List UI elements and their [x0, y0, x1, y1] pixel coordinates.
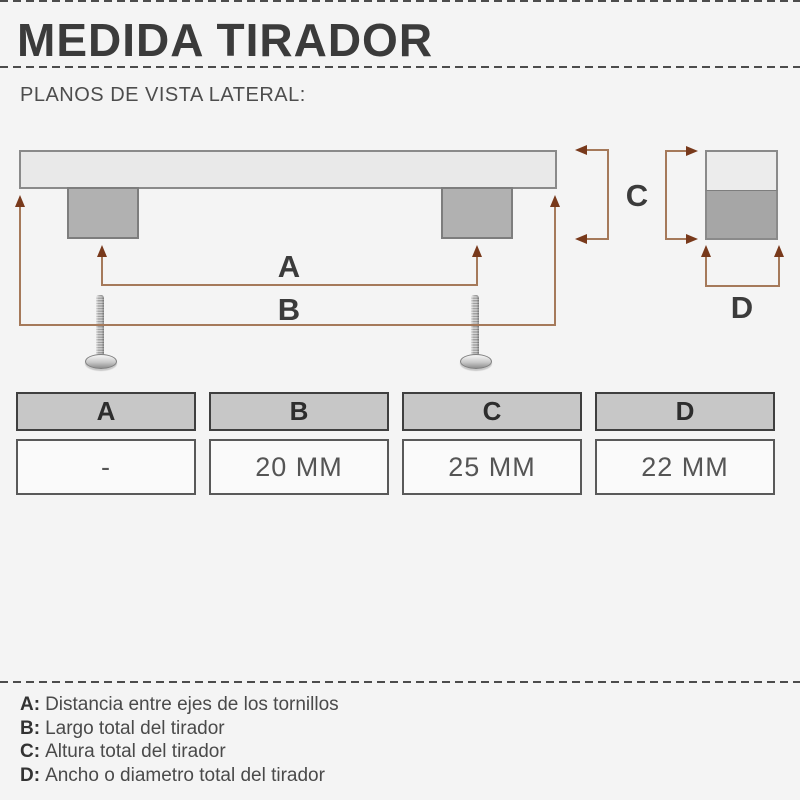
dim-b-riser-right	[554, 205, 556, 326]
table-column-d: D 22 MM	[595, 392, 775, 495]
dim-label-c: C	[625, 178, 649, 213]
arrow-left-icon	[575, 234, 587, 244]
screw-head	[85, 354, 117, 369]
handle-post-left	[67, 187, 139, 239]
dashed-divider-top	[0, 0, 800, 2]
dim-label-a: A	[277, 249, 301, 284]
dim-b-riser-left	[19, 205, 21, 326]
legend-item-c: C:Altura total del tirador	[20, 740, 339, 764]
screw-image-left	[81, 295, 119, 373]
arrow-up-icon	[472, 245, 482, 257]
arrow-right-icon	[686, 234, 698, 244]
screw-image-right	[456, 295, 494, 373]
dim-d-riser-left	[705, 256, 707, 286]
dim-c-bracket-right	[665, 150, 667, 240]
handle-post-right	[441, 187, 513, 239]
arrow-up-icon	[550, 195, 560, 207]
legend-item-b: B:Largo total del tirador	[20, 717, 339, 741]
table-header-d: D	[595, 392, 775, 431]
table-column-b: B 20 MM	[209, 392, 389, 495]
legend-item-d: D:Ancho o diametro total del tirador	[20, 764, 339, 788]
legend: A:Distancia entre ejes de los tornillos …	[20, 693, 339, 787]
dim-label-b: B	[277, 292, 301, 327]
legend-text: Altura total del tirador	[45, 741, 226, 762]
dim-c-bracket-left	[607, 149, 609, 240]
legend-key: A:	[20, 694, 41, 715]
dim-c-arm	[586, 149, 609, 151]
table-header-a: A	[16, 392, 196, 431]
arrow-up-icon	[701, 245, 711, 257]
dim-a-riser-left	[101, 256, 103, 286]
legend-text: Distancia entre ejes de los tornillos	[45, 694, 339, 715]
handle-end-view-top	[705, 150, 778, 191]
arrow-up-icon	[15, 195, 25, 207]
arrow-left-icon	[575, 145, 587, 155]
dim-label-d: D	[730, 290, 754, 325]
page-title: MEDIDA TIRADOR	[17, 14, 434, 66]
legend-text: Largo total del tirador	[45, 717, 225, 739]
legend-text: Ancho o diametro total del tirador	[45, 764, 325, 786]
screw-shaft	[96, 295, 104, 358]
dim-a-line	[101, 284, 478, 286]
table-value-c: 25 MM	[402, 439, 582, 495]
screw-head	[460, 354, 492, 369]
dim-c-arm	[665, 150, 688, 152]
dim-c-arm	[586, 238, 609, 240]
dim-c-arm	[665, 238, 688, 240]
arrow-right-icon	[686, 146, 698, 156]
dim-d-line	[705, 285, 780, 287]
arrow-up-icon	[97, 245, 107, 257]
legend-key: C:	[20, 741, 41, 762]
legend-item-a: A:Distancia entre ejes de los tornillos	[20, 693, 339, 717]
handle-end-view-bottom	[705, 190, 778, 240]
size-table: A - B 20 MM C 25 MM D 22 MM	[0, 392, 800, 495]
table-column-a: A -	[16, 392, 196, 495]
arrow-up-icon	[774, 245, 784, 257]
dim-d-riser-right	[778, 256, 780, 286]
section-subtitle: PLANOS DE VISTA LATERAL:	[20, 84, 306, 106]
dim-b-line	[19, 324, 556, 326]
table-value-a: -	[16, 439, 196, 495]
table-header-c: C	[402, 392, 582, 431]
table-column-c: C 25 MM	[402, 392, 582, 495]
legend-key: D:	[20, 764, 41, 786]
table-value-b: 20 MM	[209, 439, 389, 495]
table-value-d: 22 MM	[595, 439, 775, 495]
handle-bar-side-view	[19, 150, 557, 189]
dashed-divider-legend	[0, 681, 800, 683]
dashed-divider-under-title	[0, 66, 800, 68]
table-header-b: B	[209, 392, 389, 431]
dim-a-riser-right	[476, 256, 478, 286]
legend-key: B:	[20, 717, 41, 739]
screw-shaft	[471, 295, 479, 358]
